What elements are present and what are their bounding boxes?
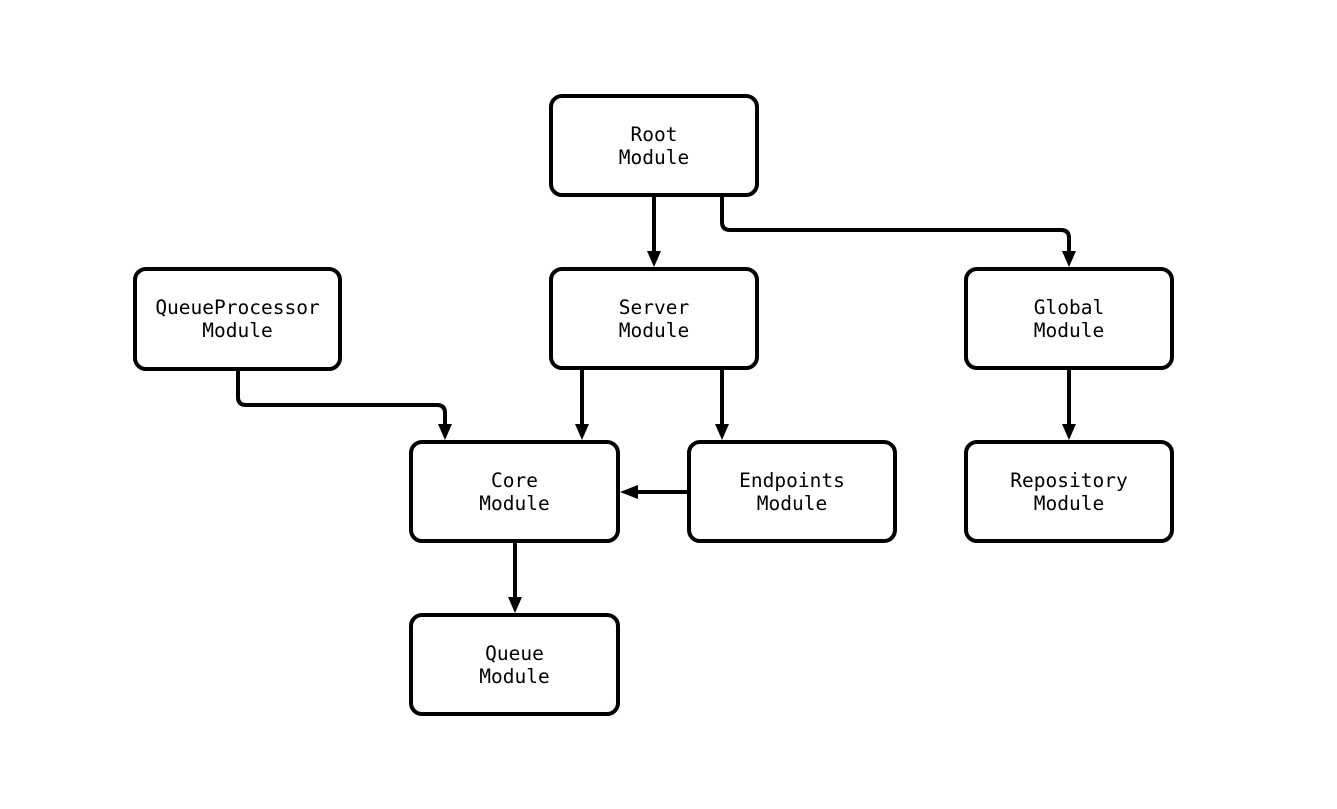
node-repository-module-label-line1: Repository xyxy=(1010,468,1128,492)
node-server-module-label-line2: Module xyxy=(618,318,690,342)
edge-endpoints-to-core xyxy=(620,485,687,499)
node-root-module[interactable]: Root Module xyxy=(549,94,759,197)
edge-root-to-global xyxy=(720,197,1076,267)
node-repository-module-label-line2: Module xyxy=(1033,491,1105,515)
edge-server-to-endpoints xyxy=(715,370,729,440)
edge-global-to-repository xyxy=(1062,370,1076,440)
node-queue-module-label-line2: Module xyxy=(479,664,550,688)
node-global-module[interactable]: Global Module xyxy=(964,267,1174,370)
node-server-module[interactable]: Server Module xyxy=(549,267,759,370)
node-endpoints-module-label-line2: Module xyxy=(756,491,828,515)
node-queueprocessor-module[interactable]: QueueProcessor Module xyxy=(133,267,342,371)
edge-server-to-core xyxy=(575,370,589,440)
node-core-module-label-line1: Core xyxy=(491,468,538,492)
edge-core-to-queue xyxy=(508,543,522,613)
edge-root-to-server xyxy=(647,197,661,267)
node-core-module-label-line2: Module xyxy=(479,491,550,515)
node-repository-module[interactable]: Repository Module xyxy=(964,440,1174,543)
node-core-module[interactable]: Core Module xyxy=(409,440,620,543)
node-queueprocessor-module-label-line1: QueueProcessor xyxy=(155,296,320,319)
node-endpoints-module[interactable]: Endpoints Module xyxy=(687,440,897,543)
node-server-module-label-line1: Server xyxy=(618,295,690,319)
edge-queueprocessor-to-core xyxy=(236,371,452,440)
node-root-module-label-line2: Module xyxy=(618,145,690,169)
node-endpoints-module-label-line1: Endpoints xyxy=(739,468,845,492)
node-global-module-label-line1: Global xyxy=(1033,295,1105,319)
node-root-module-label-line1: Root xyxy=(630,122,678,146)
node-global-module-label-line2: Module xyxy=(1033,318,1105,342)
node-queueprocessor-module-label-line2: Module xyxy=(202,319,273,342)
node-queue-module-label-line1: Queue xyxy=(485,641,544,665)
node-queue-module[interactable]: Queue Module xyxy=(409,613,620,716)
